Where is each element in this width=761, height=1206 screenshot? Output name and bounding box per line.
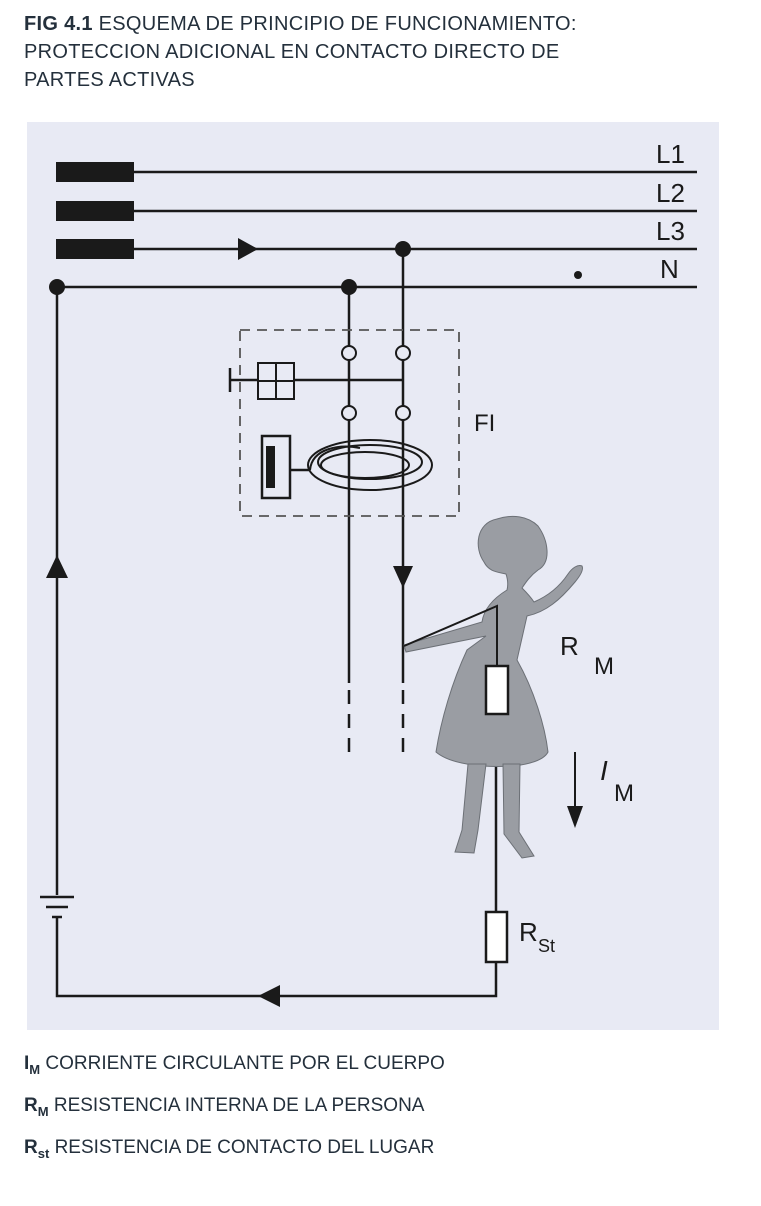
trip-mechanism xyxy=(257,362,295,400)
legend-item-rst: Rst RESISTENCIA DE CONTACTO DEL LUGAR xyxy=(24,1137,435,1161)
label-rm-sub: M xyxy=(594,653,614,680)
legend-item-rm: RM RESISTENCIA INTERNA DE LA PERSONA xyxy=(24,1095,425,1119)
junction-n xyxy=(341,279,357,295)
caption-line-1: ESQUEMA DE PRINCIPIO DE FUNCIONAMIENTO: xyxy=(98,13,577,35)
n-marker-dot xyxy=(574,271,582,279)
label-rm: R xyxy=(560,631,579,661)
junction-n-left xyxy=(49,279,65,295)
arrow-up-return xyxy=(46,555,68,578)
label-n: N xyxy=(660,254,679,284)
label-l1: L1 xyxy=(656,139,685,169)
junction-l3 xyxy=(395,241,411,257)
release-relay xyxy=(260,434,292,500)
contact-n-top xyxy=(341,345,357,361)
label-im-sub: M xyxy=(614,780,634,807)
label-fi: FI xyxy=(474,410,495,437)
person-figure xyxy=(403,515,583,859)
resistor-rst xyxy=(484,910,509,964)
label-im: I xyxy=(600,755,608,786)
arrow-left-return xyxy=(258,985,280,1007)
arrow-down-l3 xyxy=(393,566,413,588)
label-rst-sub: St xyxy=(538,936,555,956)
caption-line-2: PROTECCION ADICIONAL EN CONTACTO DIRECTO… xyxy=(24,41,560,63)
label-l2: L2 xyxy=(656,178,685,208)
resistor-rm xyxy=(484,664,510,716)
source-bar-l1 xyxy=(56,162,134,182)
contact-l3-top xyxy=(395,345,411,361)
contact-n-bottom xyxy=(341,405,357,421)
legend-item-im: IM CORRIENTE CIRCULANTE POR EL CUERPO xyxy=(24,1053,445,1077)
arrow-down-im xyxy=(567,806,583,828)
label-rst: R xyxy=(519,917,538,947)
figure-number: FIG 4.1 xyxy=(24,13,93,35)
source-bar-l2 xyxy=(56,201,134,221)
figure-caption: FIG 4.1 ESQUEMA DE PRINCIPIO DE FUNCIONA… xyxy=(24,10,744,94)
label-l3: L3 xyxy=(656,216,685,246)
toroidal-transformer xyxy=(307,439,433,491)
arrow-l3-current xyxy=(238,238,258,260)
contact-l3-bottom xyxy=(395,405,411,421)
legend: IM CORRIENTE CIRCULANTE POR EL CUERPO RM… xyxy=(24,1043,724,1169)
source-bar-l3 xyxy=(56,239,134,259)
earth-symbol xyxy=(40,885,74,930)
hand-contact-wire xyxy=(403,604,498,666)
rcd-enclosure xyxy=(239,329,460,517)
caption-line-3: PARTES ACTIVAS xyxy=(24,69,195,91)
diagram-panel xyxy=(27,122,719,1030)
